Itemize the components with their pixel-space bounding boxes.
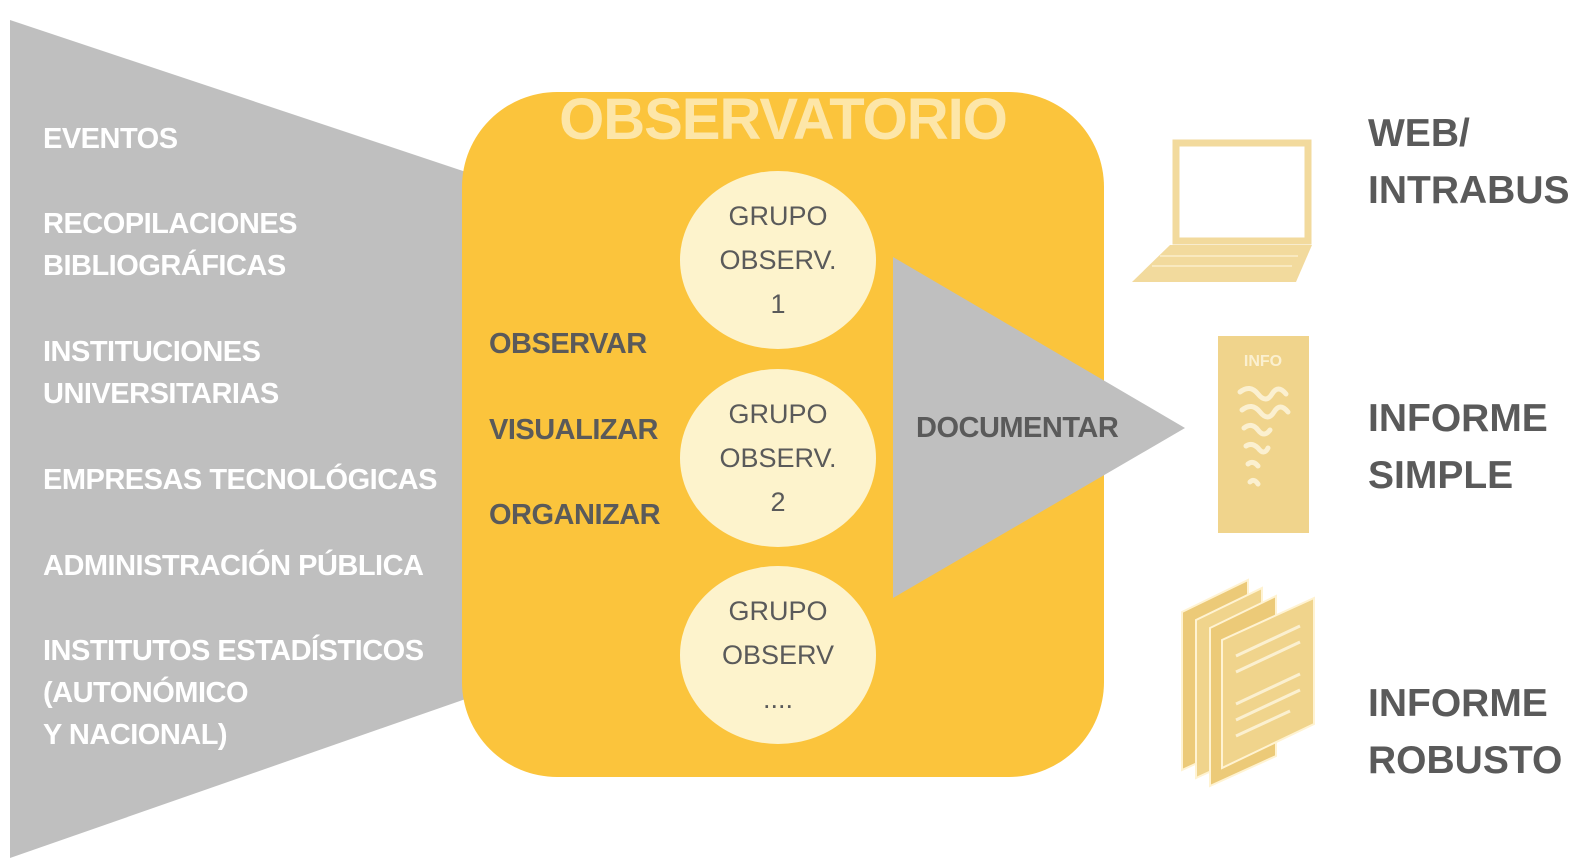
group-circle-2: GRUPO OBSERV. 2 [680,369,876,547]
report-icon-text: INFO [1244,353,1282,370]
source-empresas: EMPRESAS TECNOLÓGICAS [43,464,437,496]
documentar-arrow [893,257,1185,598]
source-administracion: ADMINISTRACIÓN PÚBLICA [43,550,424,582]
documentar-label: DOCUMENTAR [916,412,1119,444]
group-label-1: GRUPO OBSERV. 1 [719,201,837,319]
output-web-intrabus: WEB/ INTRABUS [1368,112,1570,212]
action-visualizar: VISUALIZAR [489,414,659,446]
group-circle-3: GRUPO OBSERV .... [680,566,876,744]
observatory-title: OBSERVATORIO [559,87,1008,152]
report-page-icon: INFO [1218,336,1309,533]
output-informe-simple: INFORME SIMPLE [1368,397,1548,497]
source-institutos: INSTITUTOS ESTADÍSTICOS (AUTONÓMICO Y NA… [43,635,424,751]
source-eventos: EVENTOS [43,123,178,155]
sources-funnel [10,20,520,858]
action-organizar: ORGANIZAR [489,499,661,531]
source-recopilaciones: RECOPILACIONES BIBLIOGRÁFICAS [43,208,298,282]
source-instituciones: INSTITUCIONES UNIVERSITARIAS [43,336,279,410]
laptop-icon [1132,139,1312,282]
document-stack-icon [1181,578,1315,788]
action-observar: OBSERVAR [489,328,647,360]
output-informe-robusto: INFORME ROBUSTO [1368,682,1563,782]
group-label-3: GRUPO OBSERV .... [721,596,835,714]
group-circle-1: GRUPO OBSERV. 1 [680,171,876,349]
group-label-2: GRUPO OBSERV. 2 [719,399,837,517]
